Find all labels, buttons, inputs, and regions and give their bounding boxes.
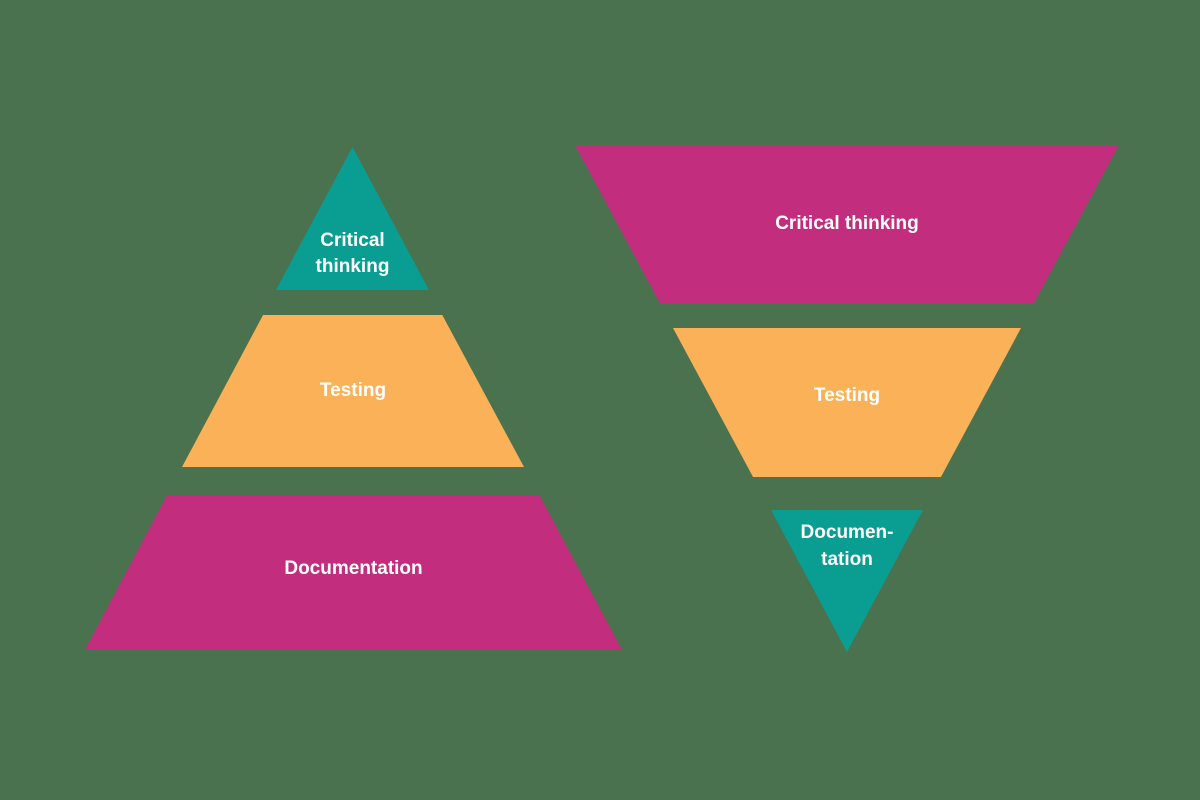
right-pyramid-level-documentation: Documen- tation bbox=[771, 510, 923, 652]
right-level-label-documentation: Documen- tation bbox=[800, 522, 894, 570]
right-level-label-testing: Testing bbox=[813, 385, 881, 407]
right-pyramid-level-testing: Testing bbox=[673, 328, 1021, 477]
left-level-label-documentation: Documentation bbox=[284, 558, 423, 580]
left-level-label-critical-thinking: Critical thinking bbox=[315, 229, 390, 278]
right-pyramid-level-critical-thinking: Critical thinking bbox=[575, 145, 1119, 303]
left-level-label-testing: Testing bbox=[319, 379, 387, 401]
right-level-label-critical-thinking: Critical thinking bbox=[775, 212, 919, 234]
left-pyramid-level-documentation: Documentation bbox=[85, 495, 622, 650]
